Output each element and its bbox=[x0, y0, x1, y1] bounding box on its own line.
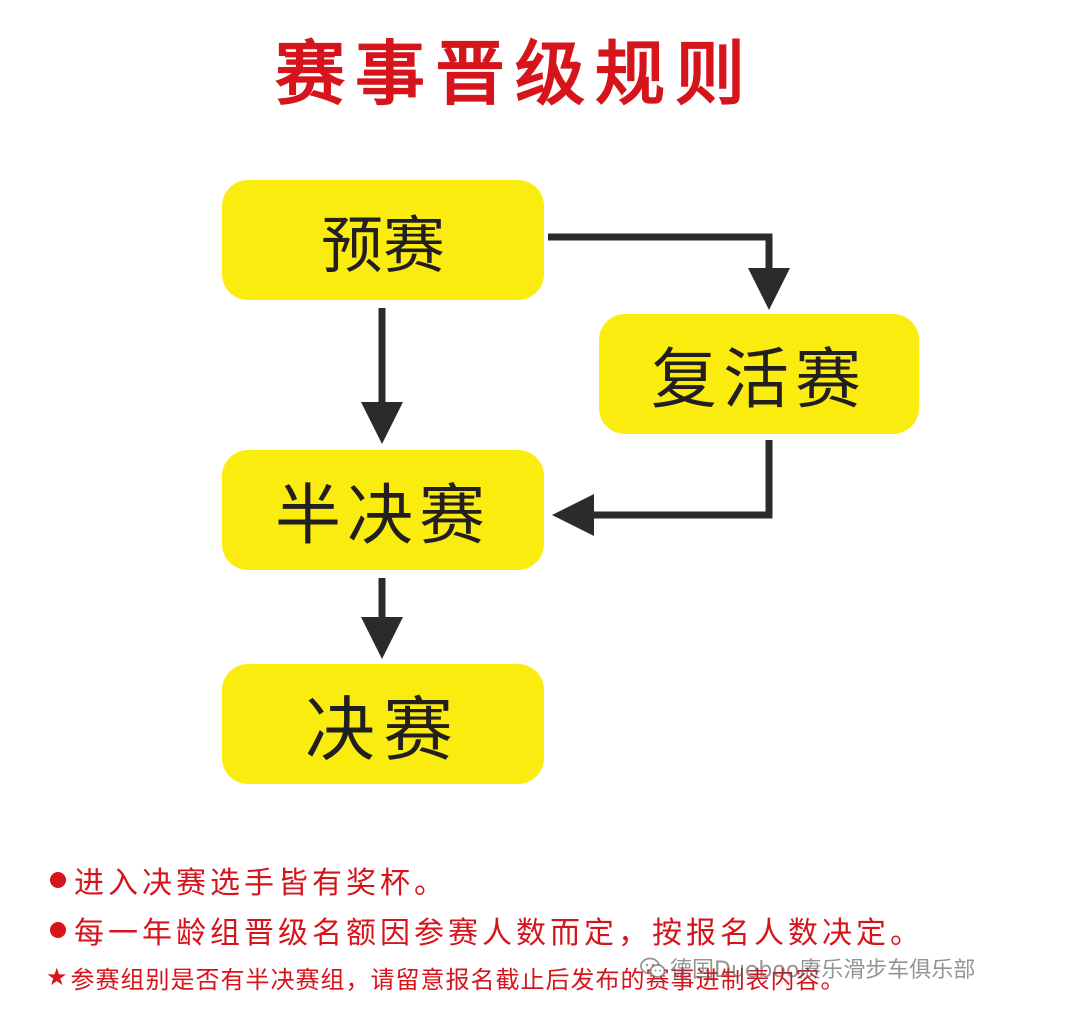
node-repechage: 复活赛 bbox=[599, 314, 919, 434]
bullet-icon bbox=[50, 922, 66, 938]
note-trophy: 进入决赛选手皆有奖杯。 bbox=[50, 855, 1050, 905]
note-semifinal: ★ 参赛组别是否有半决赛组，请留意报名截止后发布的赛事进制表内容。 bbox=[46, 955, 1050, 999]
bullet-icon bbox=[50, 872, 66, 888]
arrow-prelim-to-repechage bbox=[548, 233, 790, 310]
node-repechage-label: 复活赛 bbox=[651, 341, 867, 418]
node-prelim: 预赛 bbox=[222, 180, 544, 300]
node-final: 决赛 bbox=[222, 664, 544, 784]
watermark: 德国Dueboo赓乐滑步车俱乐部 bbox=[640, 952, 975, 984]
node-final-label: 决赛 bbox=[305, 688, 461, 771]
note-quota: 每一年龄组晋级名额因参赛人数而定，按报名人数决定。 bbox=[50, 905, 1050, 955]
arrow-repechage-to-semi bbox=[552, 440, 773, 536]
note-quota-text: 每一年龄组晋级名额因参赛人数而定，按报名人数决定。 bbox=[74, 916, 924, 951]
star-icon: ★ bbox=[46, 963, 69, 991]
watermark-text: 德国Dueboo赓乐滑步车俱乐部 bbox=[670, 958, 976, 983]
note-semifinal-text: 参赛组别是否有半决赛组，请留意报名截止后发布的赛事进制表内容。 bbox=[70, 965, 846, 994]
node-semi: 半决赛 bbox=[222, 450, 544, 570]
node-semi-label: 半决赛 bbox=[275, 477, 491, 554]
wechat-icon bbox=[640, 957, 666, 978]
notes: 进入决赛选手皆有奖杯。 每一年龄组晋级名额因参赛人数而定，按报名人数决定。 ★ … bbox=[46, 855, 1050, 999]
note-trophy-text: 进入决赛选手皆有奖杯。 bbox=[74, 866, 448, 901]
page-title: 赛事晋级规则 bbox=[275, 32, 755, 115]
node-prelim-label: 预赛 bbox=[320, 209, 445, 282]
